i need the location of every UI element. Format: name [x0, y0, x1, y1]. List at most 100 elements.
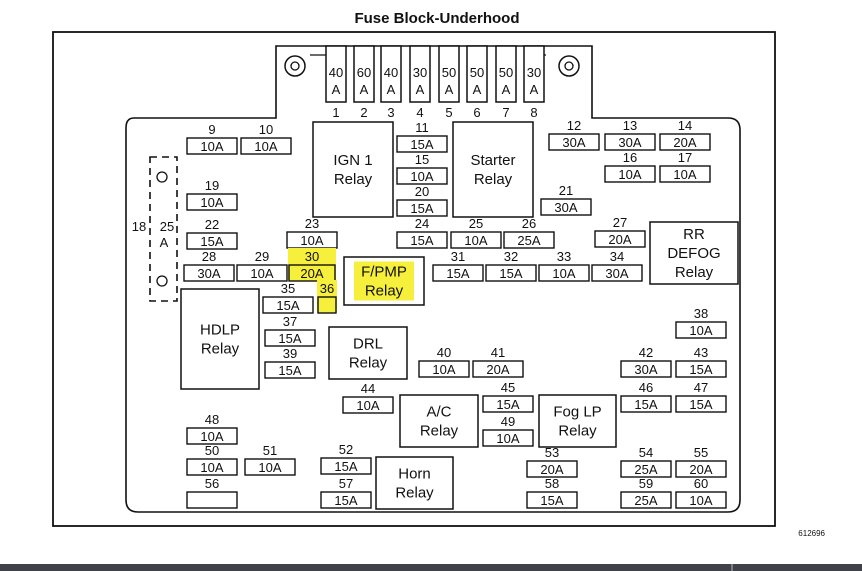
fuse-number: 46 [639, 380, 653, 395]
fuse-number: 54 [639, 445, 653, 460]
fuse-body [450, 231, 502, 249]
fuse-rating: 15A [689, 362, 712, 377]
fuse-number: 58 [545, 476, 559, 491]
relay-label-line: Horn [398, 466, 431, 483]
mount-hole-left-inner [290, 61, 300, 71]
fuse-body [317, 296, 337, 314]
fuse-number: 48 [205, 412, 219, 427]
fuse-number: 40 [437, 345, 451, 360]
maxi-fuse-body [523, 45, 545, 103]
fuse-rating: 10A [250, 266, 273, 281]
fuse-rating: 20A [608, 232, 631, 247]
fuse-rating: 20A [673, 135, 696, 150]
relay-body [399, 394, 479, 448]
fuse-body [264, 361, 316, 379]
fuse-number: 24 [415, 216, 429, 231]
maxi-fuse-number: 2 [360, 105, 367, 120]
relay-label-line: Starter [470, 152, 515, 169]
fuse-body [594, 230, 646, 248]
maxi-fuse-number: 3 [387, 105, 394, 120]
relay-body [452, 121, 534, 218]
fuse-body [186, 193, 238, 211]
fuse-body [540, 198, 592, 216]
fuse-number: 52 [339, 442, 353, 457]
fuse-18-25-unit: A [160, 235, 169, 250]
relay-body [375, 456, 454, 510]
fuse-rating: 15A [410, 137, 433, 152]
fuse-rating: 15A [540, 493, 563, 508]
fuse-rating: 10A [410, 169, 433, 184]
fuse-number: 25 [469, 216, 483, 231]
fuse-rating: 10A [432, 362, 455, 377]
relay-body [312, 121, 394, 218]
fuse-number: 14 [678, 118, 692, 133]
fuse-number: 13 [623, 118, 637, 133]
bottom-bar [0, 564, 862, 571]
maxi-fuse-unit: A [473, 82, 482, 97]
fuse-number: 32 [504, 249, 518, 264]
fuse-body [262, 296, 314, 314]
relay-body [180, 288, 260, 390]
fuse-body [620, 360, 672, 378]
fuse-body [620, 491, 672, 509]
fuse-rating: 15A [689, 397, 712, 412]
fuse-rating: 10A [200, 139, 223, 154]
fuse-rating: 10A [200, 195, 223, 210]
fuse-block-outline [125, 45, 741, 513]
fuse-body [320, 491, 372, 509]
fuse-body [591, 264, 643, 282]
fuse-body [418, 360, 470, 378]
fuse-rating: 15A [410, 201, 433, 216]
fuse-rating: 10A [356, 398, 379, 413]
fuse-body [342, 396, 394, 414]
fuse-body [482, 395, 534, 413]
maxi-fuse-unit: A [387, 82, 396, 97]
fuse-rating: 15A [499, 266, 522, 281]
fuse-rating: 15A [496, 397, 519, 412]
fuse-body [659, 133, 711, 151]
fuse-rating: 20A [486, 362, 509, 377]
mount-hole-right-inner [564, 61, 574, 71]
maxi-fuse-body [353, 45, 375, 103]
fuse-number: 15 [415, 152, 429, 167]
fuse-number: 31 [451, 249, 465, 264]
maxi-fuse-body [466, 45, 488, 103]
fuse-number: 59 [639, 476, 653, 491]
relay-label-line: A/C [426, 404, 451, 421]
fuse-number: 38 [694, 306, 708, 321]
fuse-body [485, 264, 537, 282]
fuse-18-25-outline [149, 156, 178, 302]
fuse-body [675, 321, 727, 339]
fuse-body [186, 491, 238, 509]
relay-group: IGN 1RelayStarterRelayRRDEFOGRelayF/PMPR… [180, 121, 739, 510]
relay-label-line: Fog LP [553, 404, 601, 421]
relay-label-line: Relay [558, 423, 597, 440]
fuse-body [659, 165, 711, 183]
maxi-fuse-body [495, 45, 517, 103]
fuse-rating: 10A [496, 431, 519, 446]
